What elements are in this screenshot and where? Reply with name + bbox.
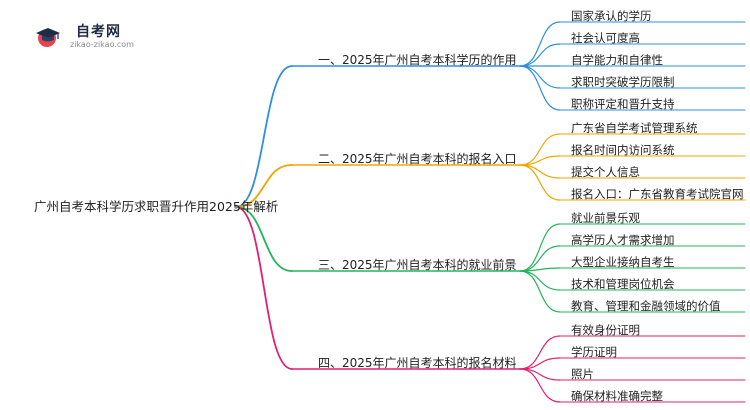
branch-2-to-leaf-line-1 [519, 133, 561, 166]
leaf-good-outlook: 就业前景乐观 [571, 211, 640, 225]
leaf-exam-system: 广东省自学考试管理系统 [571, 121, 698, 135]
leaf-id-proof: 有效身份证明 [571, 323, 640, 337]
branch-3-to-leaf-line-1 [519, 223, 561, 272]
branch-1-to-leaf-line-5 [519, 65, 561, 111]
site-logo[interactable]: 自考网 zikao-zikao.com [34, 20, 144, 52]
leaf-tech-management: 技术和管理岗位机会 [571, 277, 675, 291]
branch-2-to-leaf-line-4 [519, 164, 561, 201]
root-to-branch-line-4 [235, 206, 293, 370]
leaf-promotion-support: 职称评定和晋升支持 [571, 97, 675, 111]
branch-2-to-leaf-line-3 [519, 164, 561, 179]
leaf-accuracy: 确保材料准确完整 [571, 389, 663, 403]
leaf-visit-system: 报名时间内访问系统 [571, 143, 675, 157]
branch-3-to-leaf-line-4 [519, 270, 561, 291]
leaf-photo: 照片 [571, 367, 594, 381]
leaf-social-recognition: 社会认可度高 [571, 31, 640, 45]
leaf-large-companies: 大型企业接纳自考生 [571, 255, 675, 269]
branch-employment-prospects: 三、2025年广州自考本科的就业前景 [318, 258, 517, 272]
branch-1-to-leaf-line-2 [519, 43, 561, 67]
branch-4-to-leaf-line-2 [519, 357, 561, 370]
root-to-branch-line-3 [235, 206, 293, 272]
branch-1-to-leaf-line-4 [519, 65, 561, 89]
leaf-submit-info: 提交个人信息 [571, 165, 640, 179]
leaf-job-barrier: 求职时突破学历限制 [571, 75, 675, 89]
branch-1-to-leaf-line-1 [519, 21, 561, 67]
logo-url: zikao-zikao.com [70, 40, 134, 49]
graduation-cap-icon [36, 28, 60, 47]
leaf-talent-demand: 高学历人才需求增加 [571, 233, 675, 247]
root-to-branch-line-1 [235, 65, 293, 208]
branch-role: 一、2025年广州自考本科学历的作用 [318, 53, 517, 67]
leaf-official-site: 报名入口：广东省教育考试院官网 [571, 187, 744, 201]
leaf-self-discipline: 自学能力和自律性 [571, 53, 663, 67]
leaf-national-recognition: 国家承认的学历 [571, 9, 652, 23]
logo-title: 自考网 [76, 24, 121, 40]
branch-4-to-leaf-line-3 [519, 368, 561, 381]
root-topic: 广州自考本科学历求职晋升作用2025年解析 [34, 199, 279, 214]
branch-3-to-leaf-line-5 [519, 270, 561, 313]
branch-4-to-leaf-line-1 [519, 335, 561, 370]
root-to-branch-line-2 [235, 164, 293, 208]
root-anchor-dot [234, 205, 238, 209]
branch-3-to-leaf-line-2 [519, 245, 561, 272]
branch-4-to-leaf-line-4 [519, 368, 561, 403]
leaf-field-value: 教育、管理和金融领域的价值 [571, 299, 721, 313]
branch-registration-entry: 二、2025年广州自考本科的报名入口 [318, 152, 517, 166]
leaf-education-proof: 学历证明 [571, 345, 617, 359]
branch-registration-materials: 四、2025年广州自考本科的报名材料 [318, 356, 517, 370]
